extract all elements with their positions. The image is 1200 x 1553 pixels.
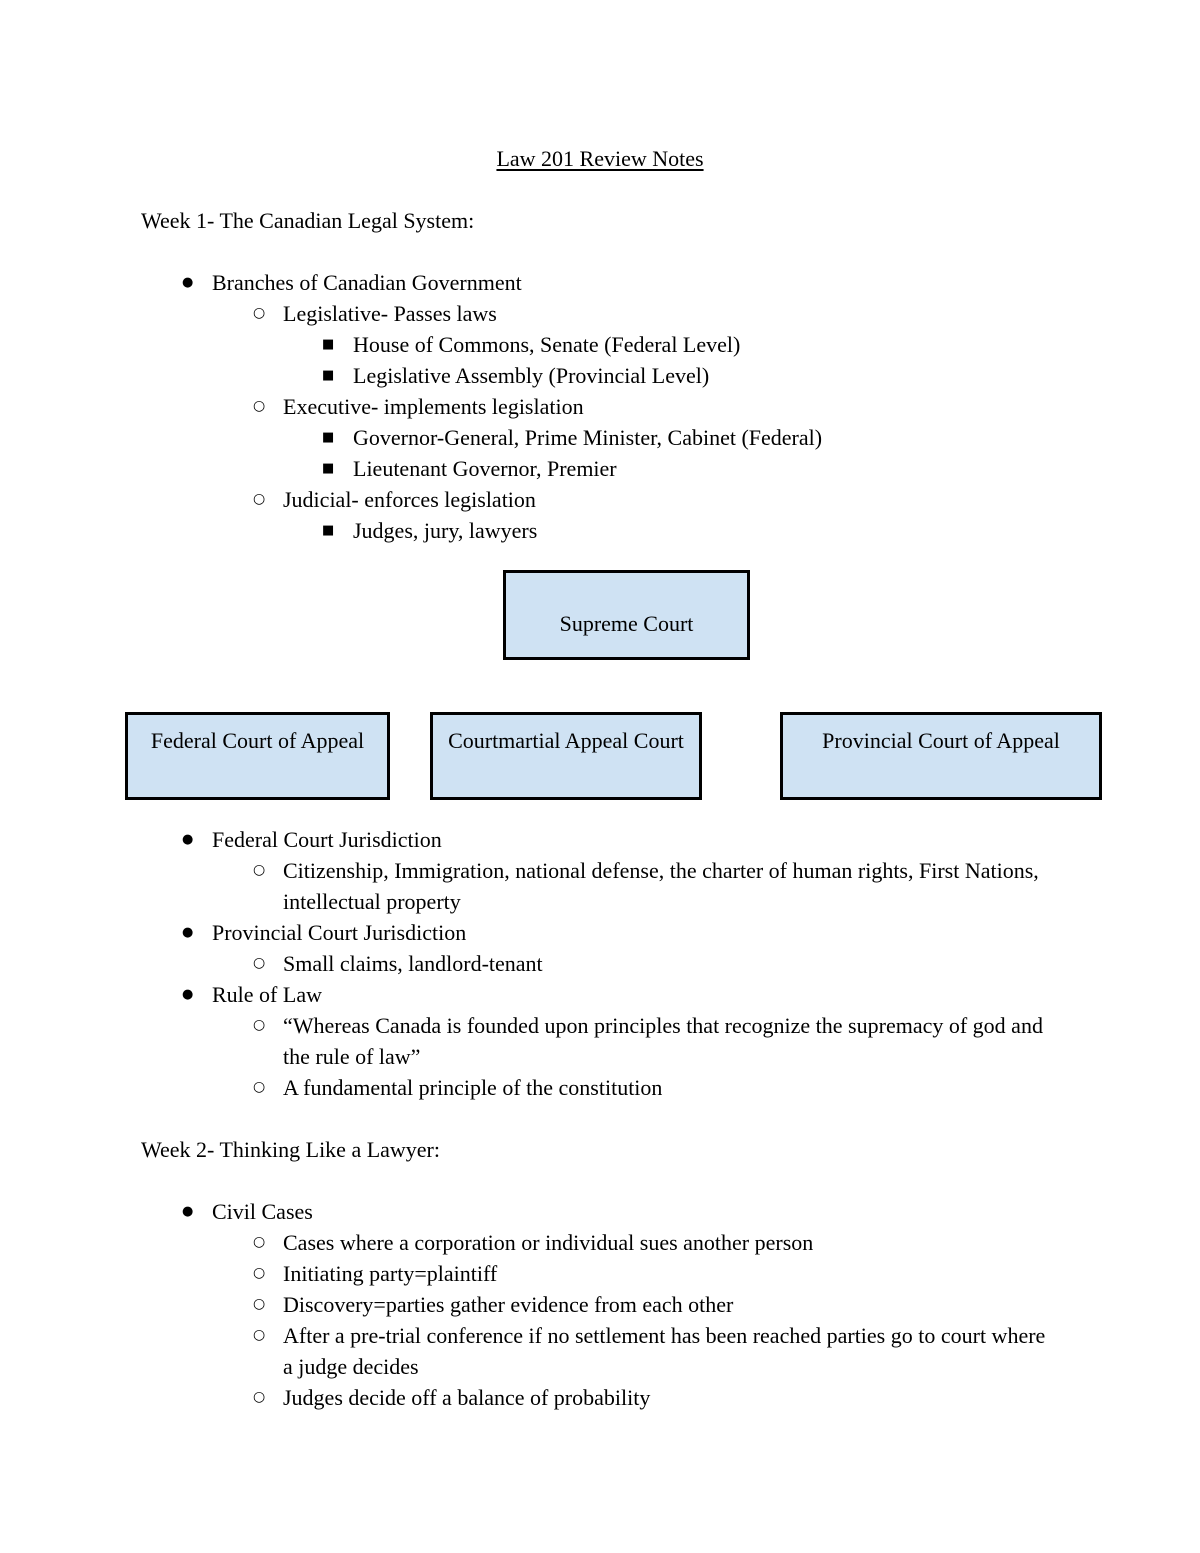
list-item: ● Provincial Court Jurisdiction bbox=[141, 917, 1059, 948]
list-item: ○ Legislative- Passes laws bbox=[141, 298, 1059, 329]
list-item-text: After a pre-trial conference if no settl… bbox=[283, 1323, 1046, 1379]
list-item: ● Rule of Law bbox=[141, 979, 1059, 1010]
section-heading-week1: Week 1- The Canadian Legal System: bbox=[141, 208, 475, 233]
circle-bullet-icon: ○ bbox=[253, 305, 266, 321]
list-item-text: Judges decide off a balance of probabili… bbox=[283, 1385, 651, 1410]
list-item-text: Governor-General, Prime Minister, Cabine… bbox=[353, 425, 823, 450]
list-item-text: Branches of Canadian Government bbox=[212, 270, 522, 295]
list-item: ○ Judges decide off a balance of probabi… bbox=[141, 1382, 1059, 1413]
courtmartial-appeal-court-box: Courtmartial Appeal Court bbox=[430, 712, 702, 800]
list-item: ○ Discovery=parties gather evidence from… bbox=[141, 1289, 1059, 1320]
list-item: ○ Cases where a corporation or individua… bbox=[141, 1227, 1059, 1258]
circle-bullet-icon: ○ bbox=[253, 1079, 266, 1095]
list-item-text: Cases where a corporation or individual … bbox=[283, 1230, 814, 1255]
court-box-label: Courtmartial Appeal Court bbox=[448, 728, 684, 753]
list-item: ■ House of Commons, Senate (Federal Leve… bbox=[141, 329, 1059, 360]
square-bullet-icon: ■ bbox=[322, 461, 335, 476]
list-item-text: Lieutenant Governor, Premier bbox=[353, 456, 617, 481]
list-item: ○ Initiating party=plaintiff bbox=[141, 1258, 1059, 1289]
list-item: ● Civil Cases bbox=[141, 1196, 1059, 1227]
week1-jurisdiction-list: ● Federal Court Jurisdiction ○ Citizensh… bbox=[141, 824, 1059, 1103]
list-item-text: Small claims, landlord-tenant bbox=[283, 951, 543, 976]
list-item: ■ Judges, jury, lawyers bbox=[141, 515, 1059, 546]
square-bullet-icon: ■ bbox=[322, 368, 335, 383]
court-box-label: Provincial Court of Appeal bbox=[822, 728, 1060, 753]
supreme-court-box: Supreme Court bbox=[503, 570, 750, 660]
disc-bullet-icon: ● bbox=[182, 987, 194, 1002]
disc-bullet-icon: ● bbox=[182, 925, 194, 940]
list-item-text: Judges, jury, lawyers bbox=[353, 518, 538, 543]
list-item-text: Rule of Law bbox=[212, 982, 322, 1007]
list-item-text: Federal Court Jurisdiction bbox=[212, 827, 442, 852]
circle-bullet-icon: ○ bbox=[253, 1265, 266, 1281]
disc-bullet-icon: ● bbox=[182, 1204, 194, 1219]
list-item: ● Branches of Canadian Government bbox=[141, 267, 1059, 298]
list-item-text: A fundamental principle of the constitut… bbox=[283, 1075, 663, 1100]
circle-bullet-icon: ○ bbox=[253, 398, 266, 414]
circle-bullet-icon: ○ bbox=[253, 955, 266, 971]
list-item-text: Executive- implements legislation bbox=[283, 394, 584, 419]
square-bullet-icon: ■ bbox=[322, 523, 335, 538]
list-item: ○ Small claims, landlord-tenant bbox=[141, 948, 1059, 979]
document-title: Law 201 Review Notes bbox=[496, 146, 704, 171]
circle-bullet-icon: ○ bbox=[253, 491, 266, 507]
court-hierarchy-diagram: Supreme Court Federal Court of Appeal Co… bbox=[0, 546, 1200, 824]
list-item: ○ “Whereas Canada is founded upon princi… bbox=[141, 1010, 1059, 1072]
disc-bullet-icon: ● bbox=[182, 275, 194, 290]
disc-bullet-icon: ● bbox=[182, 832, 194, 847]
list-item: ■ Governor-General, Prime Minister, Cabi… bbox=[141, 422, 1059, 453]
circle-bullet-icon: ○ bbox=[253, 1327, 266, 1343]
list-item: ○ After a pre-trial conference if no set… bbox=[141, 1320, 1059, 1382]
list-item: ○ Citizenship, Immigration, national def… bbox=[141, 855, 1059, 917]
list-item: ○ Judicial- enforces legislation bbox=[141, 484, 1059, 515]
circle-bullet-icon: ○ bbox=[253, 1234, 266, 1250]
section-heading-week2: Week 2- Thinking Like a Lawyer: bbox=[141, 1137, 440, 1162]
square-bullet-icon: ■ bbox=[322, 337, 335, 352]
week2-list: ● Civil Cases ○ Cases where a corporatio… bbox=[141, 1196, 1059, 1413]
list-item: ■ Legislative Assembly (Provincial Level… bbox=[141, 360, 1059, 391]
square-bullet-icon: ■ bbox=[322, 430, 335, 445]
list-item: ■ Lieutenant Governor, Premier bbox=[141, 453, 1059, 484]
list-item-text: Provincial Court Jurisdiction bbox=[212, 920, 467, 945]
list-item: ○ Executive- implements legislation bbox=[141, 391, 1059, 422]
circle-bullet-icon: ○ bbox=[253, 1017, 266, 1033]
provincial-court-of-appeal-box: Provincial Court of Appeal bbox=[780, 712, 1102, 800]
list-item-text: Discovery=parties gather evidence from e… bbox=[283, 1292, 734, 1317]
list-item-text: House of Commons, Senate (Federal Level) bbox=[353, 332, 741, 357]
list-item-text: Civil Cases bbox=[212, 1199, 313, 1224]
circle-bullet-icon: ○ bbox=[253, 862, 266, 878]
list-item-text: Legislative Assembly (Provincial Level) bbox=[353, 363, 710, 388]
list-item: ● Federal Court Jurisdiction bbox=[141, 824, 1059, 855]
list-item-text: Citizenship, Immigration, national defen… bbox=[283, 858, 1039, 914]
list-item-text: Judicial- enforces legislation bbox=[283, 487, 536, 512]
court-box-label: Federal Court of Appeal bbox=[150, 728, 365, 753]
circle-bullet-icon: ○ bbox=[253, 1296, 266, 1312]
list-item-text: Legislative- Passes laws bbox=[283, 301, 497, 326]
list-item-text: “Whereas Canada is founded upon principl… bbox=[283, 1013, 1043, 1069]
list-item-text: Initiating party=plaintiff bbox=[283, 1261, 498, 1286]
federal-court-of-appeal-box: Federal Court of Appeal bbox=[125, 712, 390, 800]
week1-branches-list: ● Branches of Canadian Government ○ Legi… bbox=[141, 267, 1059, 546]
list-item: ○ A fundamental principle of the constit… bbox=[141, 1072, 1059, 1103]
circle-bullet-icon: ○ bbox=[253, 1389, 266, 1405]
court-box-label: Supreme Court bbox=[559, 611, 694, 636]
